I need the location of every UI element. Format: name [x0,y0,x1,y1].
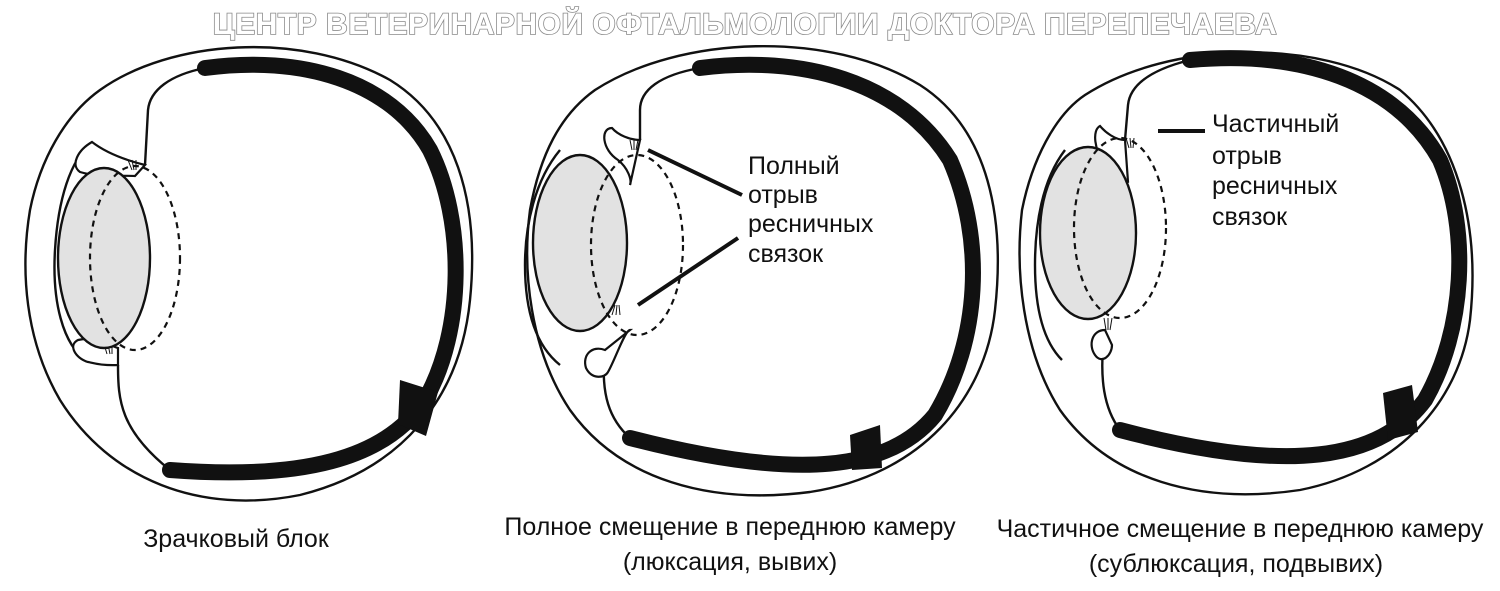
label-partial-rupture-line2: отрыв [1212,142,1282,170]
lens-original-position [589,153,685,337]
lens-original-position [88,164,182,352]
ciliary-fibers-lower [611,304,621,316]
iris-upper [603,126,642,186]
inner-retina-line [1123,58,1191,141]
label-partial-rupture-line1: Частичный [1212,110,1339,138]
pointer-line-upper [647,148,743,197]
label-partial-rupture-line3: ресничных [1212,172,1338,200]
ciliary-fibers-upper [629,139,639,151]
sclera-band [162,56,464,481]
iris-lower [584,328,634,378]
caption-full-luxation-line1: Полное смещение в переднюю камеру [504,513,956,541]
crystalline-lens [531,153,629,333]
cornea [1033,149,1066,361]
eye-panel-pupillary-block: Зрачковый блок [24,45,474,553]
label-full-rupture-line4: связок [748,240,824,268]
ciliary-fibers-lower [1103,317,1113,331]
caption-full-luxation-line2: (люксация, вывих) [623,548,837,576]
optic-nerve [398,380,438,436]
eye-panel-subluxation: Частичный отрыв ресничных связок Частичн… [997,50,1484,578]
crystalline-lens [1038,145,1138,321]
sclera-band [622,56,981,473]
label-full-rupture-line3: ресничных [748,210,874,238]
optic-nerve [850,425,882,470]
caption-subluxation-line1: Частичное смещение в переднюю камеру [997,515,1484,543]
inner-retina-line-lower [116,364,171,471]
optic-nerve [1383,385,1418,440]
caption-pupillary-block: Зрачковый блок [143,525,330,553]
eye-panel-full-luxation: Полный отрыв ресничных связок Полное сме… [504,44,999,576]
label-full-rupture-line2: отрыв [748,181,818,209]
inner-retina-line [638,66,701,140]
cornea [53,141,93,364]
iris-lower [1090,328,1114,361]
lens-original-position [1072,136,1168,320]
pointer-line-lower [636,236,740,307]
label-full-rupture-line1: Полный [748,152,840,180]
inner-retina-line [143,66,206,166]
caption-subluxation-line2: (сублюксация, подвывих) [1089,550,1383,578]
crystalline-lens [56,166,152,350]
eyeball-outline [24,45,474,502]
label-partial-rupture-line4: связок [1212,203,1288,231]
eyeball-outline [526,44,999,497]
header-title: ЦЕНТР ВЕТЕРИНАРНОЙ ОФТАЛЬМОЛОГИИ ДОКТОРА… [213,7,1277,41]
sclera-band [1112,50,1468,465]
eyeball-outline [1018,51,1474,496]
cornea [523,149,561,366]
